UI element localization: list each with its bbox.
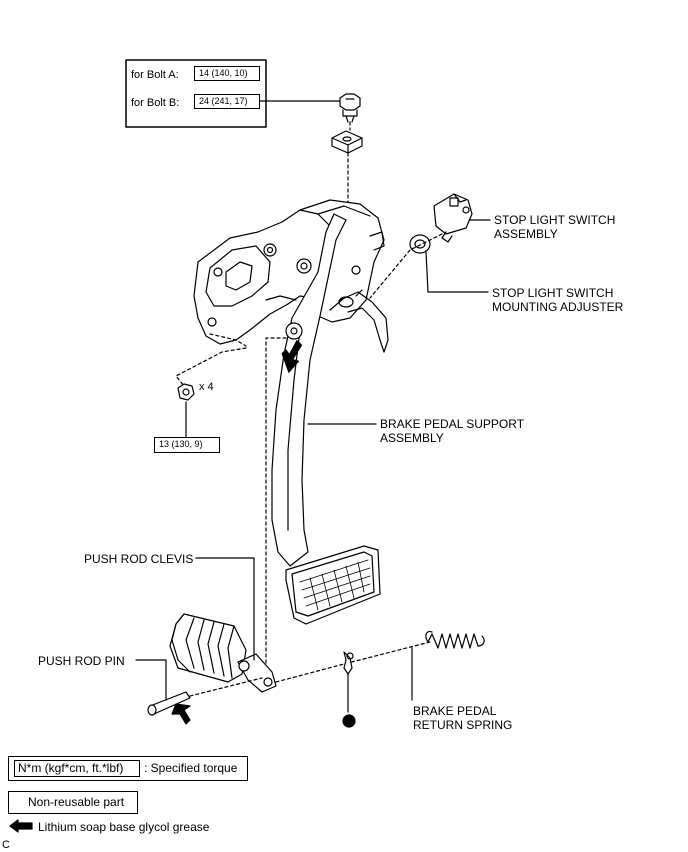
legend-non-reusable-box: [8, 791, 138, 814]
legend-non-reusable: Non-reusable part: [28, 795, 125, 809]
clevis-dash-line: [265, 337, 287, 665]
label-push-rod-clevis: PUSH ROD CLEVIS: [84, 552, 194, 566]
corner-code: C: [2, 839, 10, 851]
clip-nut-part: [331, 130, 363, 154]
label-adjuster-2: MOUNTING ADJUSTER: [492, 300, 624, 314]
clevis-label-leader: [195, 557, 255, 661]
grease-arrow-pin: [171, 703, 191, 725]
nut-dash-line-1: [175, 347, 247, 387]
legend-torque-unit: N*m (kgf*cm, ft.*lbf): [18, 761, 124, 775]
push-rod-pin-part: [147, 691, 191, 716]
clip-part: [343, 651, 354, 675]
bolt-b-label: for Bolt B:: [131, 97, 180, 109]
stop-light-switch: [433, 193, 473, 243]
hex-nut-part: [177, 383, 195, 401]
label-stop-light-switch-2: ASSEMBLY: [494, 227, 558, 241]
bolt-part: [339, 93, 361, 123]
pin-dash-line: [189, 677, 263, 697]
pin-label-leader: [135, 659, 167, 701]
legend-torque-unit-box: [14, 760, 140, 777]
nut-dash-line-2: [209, 333, 247, 347]
torque-table-frame: [125, 59, 267, 128]
legend-grease: Lithium soap base glycol grease: [38, 820, 210, 834]
label-stop-light-switch-1: STOP LIGHT SWITCH: [494, 213, 616, 227]
adjuster-leader: [425, 251, 489, 293]
nut-torque: 13 (130, 9): [154, 437, 220, 453]
clevis-pin-hole: [285, 322, 303, 340]
legend-grease-arrow: [9, 819, 33, 833]
label-push-rod-pin: PUSH ROD PIN: [38, 654, 125, 668]
pedal-pad: [285, 545, 381, 625]
label-adjuster-1: STOP LIGHT SWITCH: [492, 286, 614, 300]
non-reusable-dot: [342, 714, 356, 728]
bolt-b-torque: 24 (241, 17): [194, 94, 260, 109]
legend-torque-desc: : Specified torque: [144, 761, 238, 775]
clevis-pin-hole-inner: [290, 327, 298, 335]
return-spring-part: [425, 631, 485, 649]
label-pedal-support-1: BRAKE PEDAL SUPPORT: [380, 417, 525, 431]
grease-arrow-upper: [281, 340, 303, 373]
switch-dash-line: [369, 233, 443, 299]
nut-quantity: x 4: [199, 381, 214, 393]
pedal-arm: [271, 213, 347, 567]
push-rod-clevis-part: [237, 653, 277, 693]
label-return-spring-2: RETURN SPRING: [413, 718, 513, 732]
mounting-adjuster: [409, 234, 431, 254]
bolt-a-label: for Bolt A:: [131, 69, 179, 81]
label-return-spring-1: BRAKE PEDAL: [413, 704, 497, 718]
bolt-a-torque: 14 (140, 10): [194, 66, 260, 81]
label-pedal-support-2: ASSEMBLY: [380, 431, 444, 445]
spring-dash-line: [275, 641, 431, 683]
push-rod-boot: [169, 613, 247, 683]
